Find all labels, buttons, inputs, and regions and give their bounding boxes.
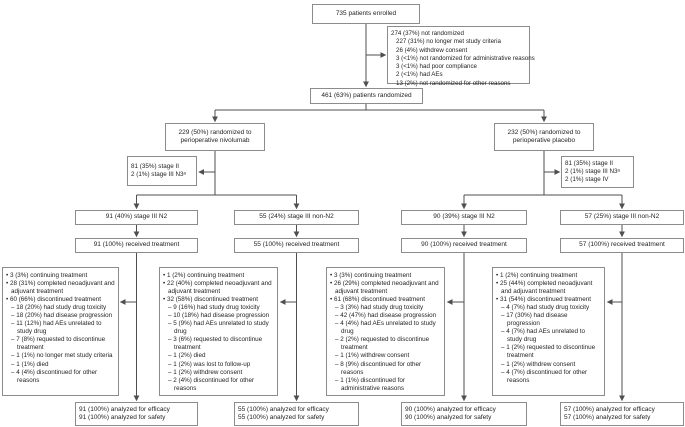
disposition-line: – 4 (4%) had AEs unrelated to study drug — [335, 320, 436, 336]
analyzed-box-placebo-n2: 90 (100%) analyzed for efficacy 90 (100%… — [401, 402, 527, 426]
analyzed-box-nivolumab-n2: 91 (100%) analyzed for efficacy 91 (100%… — [75, 402, 198, 426]
disposition-line: • 3 (3%) continuing treatment — [330, 272, 412, 279]
received-box-nivolumab-n2: 91 (100%) received treatment — [75, 238, 198, 253]
disposition-line: – 2 (2%) requested to discontinue treatm… — [335, 336, 430, 352]
received-box-placebo-n2: 90 (100%) received treatment — [401, 238, 527, 253]
disposition-line: – 4 (4%) discontinued for other reasons — [11, 368, 98, 384]
disposition-line: – 18 (20%) had disease progression — [11, 312, 113, 320]
exclusion-reason-line: 227 (31%) no longer met study criteria — [396, 38, 501, 46]
disposition-line: – 1 (2%) was lost to follow-up — [168, 360, 251, 368]
stage-note-line: 2 (1%) stage III N3ᵃ — [131, 171, 186, 178]
analyzed-label: 55 (100%) analyzed for efficacy 55 (100%… — [238, 405, 329, 421]
disposition-line: – 1 (1%) died — [11, 360, 49, 368]
stage-label: 57 (25%) stage III non-N2 — [584, 213, 660, 221]
disposition-line: – 9 (16%) had study drug toxicity — [168, 304, 260, 312]
disposition-line: – 1 (2%) withdrew consent — [168, 368, 243, 376]
received-label: 91 (100%) received treatment — [93, 241, 180, 249]
exclusion-reason-line: 3 (<1%) not randomized for administrativ… — [396, 54, 535, 62]
disposition-line: • 61 (68%) discontinued treatment — [330, 296, 425, 304]
disposition-line: – 1 (2%) died — [168, 352, 206, 360]
disposition-line: • 32 (58%) discontinued treatment — [163, 296, 258, 304]
disposition-line: – 4 (7%) had AEs unrelated to study drug — [501, 328, 586, 344]
stage-label: 91 (40%) stage III N2 — [105, 213, 168, 221]
disposition-line: • 31 (54%) discontinued treatment — [496, 296, 591, 304]
arm-nivolumab-label: 229 (50%) randomized to perioperative ni… — [178, 128, 252, 144]
stage-note-line: 81 (35%) stage II — [131, 162, 179, 170]
randomized-box: 461 (63%) patients randomized — [310, 88, 423, 104]
exclusion-reason-line: 2 (<1%) had AEs — [396, 71, 443, 79]
received-box-placebo-non-n2: 57 (100%) received treatment — [560, 238, 684, 253]
disposition-line: – 1 (1%) no longer met study criteria — [11, 352, 113, 360]
disposition-line: • 1 (2%) continuing treatment — [496, 272, 578, 279]
stage-box-placebo-non-n2: 57 (25%) stage III non-N2 — [560, 210, 684, 225]
exclusion-reason-line: 13 (2%) not randomized for other reasons — [396, 79, 511, 87]
received-label: 90 (100%) received treatment — [421, 241, 507, 249]
disposition-line: – 17 (30%) had disease progression — [501, 312, 568, 328]
stage-note-line: 81 (35%) stage II — [565, 159, 613, 167]
disposition-line: • 28 (31%) completed neoadjuvant and adj… — [6, 280, 115, 296]
analyzed-box-nivolumab-non-n2: 55 (100%) analyzed for efficacy 55 (100%… — [234, 402, 359, 426]
exclusion-reason-line: 3 (<1%) had poor compliance — [396, 63, 477, 71]
disposition-line: – 1 (2%) requested to discontinue treatm… — [501, 344, 596, 360]
disposition-line: – 18 (20%) had study drug toxicity — [11, 304, 107, 312]
disposition-line: – 3 (3%) had study drug toxicity — [335, 304, 424, 312]
stage-label: 55 (24%) stage III non-N2 — [259, 213, 334, 221]
disposition-lines: • 3 (3%) continuing treatment• 28 (31%) … — [6, 272, 115, 385]
disposition-lines: • 1 (2%) continuing treatment• 22 (40%) … — [163, 272, 274, 393]
disposition-line: – 7 (8%) requested to discontinue treatm… — [11, 336, 106, 352]
disposition-line: – 3 (6%) requested to discontinue treatm… — [168, 336, 263, 352]
disposition-line: • 60 (66%) discontinued treatment — [6, 296, 101, 304]
stage-box-nivolumab-non-n2: 55 (24%) stage III non-N2 — [234, 210, 359, 225]
disposition-line: • 26 (29%) completed neoadjuvant and adj… — [330, 280, 439, 296]
stage-box-placebo-n2: 90 (39%) stage III N2 — [401, 210, 527, 225]
stage-note-line: 2 (1%) stage IV — [565, 176, 609, 184]
disposition-line: • 1 (2%) continuing treatment — [163, 272, 245, 279]
received-label: 57 (100%) received treatment — [579, 241, 665, 249]
disposition-line: – 10 (18%) had disease progression — [168, 312, 270, 320]
exclusion-reason-line: 274 (37%) not randomized — [391, 30, 464, 37]
arm-nivolumab-box: 229 (50%) randomized to perioperative ni… — [165, 123, 265, 151]
disposition-line: – 5 (9%) had AEs unrelated to study drug — [168, 320, 269, 336]
disposition-line: – 4 (7%) discontinued for other reasons — [501, 368, 588, 384]
disposition-lines: • 1 (2%) continuing treatment• 25 (44%) … — [496, 272, 601, 385]
received-box-nivolumab-non-n2: 55 (100%) received treatment — [234, 238, 359, 253]
disposition-line: – 11 (12%) had AEs unrelated to study dr… — [11, 320, 102, 336]
disposition-line: • 25 (44%) completed neoadjuvant and adj… — [496, 280, 593, 296]
stage-note-line: 2 (1%) stage III N3ᵃ — [565, 167, 620, 175]
arm-placebo-label: 232 (50%) randomized to perioperative pl… — [507, 128, 581, 144]
analyzed-label: 57 (100%) analyzed for efficacy 57 (100%… — [564, 405, 655, 421]
disposition-line: – 42 (47%) had disease progression — [335, 312, 437, 320]
disposition-line: – 2 (4%) discontinued for other reasons — [168, 376, 255, 392]
received-label: 55 (100%) received treatment — [253, 241, 340, 249]
analyzed-box-placebo-non-n2: 57 (100%) analyzed for efficacy 57 (100%… — [560, 402, 684, 426]
randomized-label: 461 (63%) patients randomized — [321, 91, 412, 99]
disposition-lines: • 3 (3%) continuing treatment• 26 (29%) … — [330, 272, 441, 393]
disposition-line: – 1 (2%) withdrew consent — [501, 360, 576, 368]
disposition-line: • 3 (3%) continuing treatment — [6, 272, 88, 279]
analyzed-label: 91 (100%) analyzed for efficacy 91 (100%… — [79, 405, 170, 421]
disposition-line: – 1 (1%) withdrew consent — [335, 352, 410, 360]
disposition-line: – 8 (9%) discontinued for other reasons — [335, 360, 422, 376]
disposition-line: – 4 (7%) had study drug toxicity — [501, 304, 590, 312]
stage-box-nivolumab-n2: 91 (40%) stage III N2 — [75, 210, 198, 225]
disposition-line: • 22 (40%) completed neoadjuvant and adj… — [163, 280, 272, 296]
exclusion-reason-line: 26 (4%) withdrew consent — [396, 46, 468, 54]
disposition-box-nivolumab-non-n2: • 1 (2%) continuing treatment• 22 (40%) … — [159, 267, 278, 396]
arm-placebo-box: 232 (50%) randomized to perioperative pl… — [494, 123, 594, 151]
analyzed-label: 90 (100%) analyzed for efficacy 90 (100%… — [405, 405, 496, 421]
enrolled-box: 735 patients enrolled — [312, 4, 420, 24]
disposition-box-placebo-non-n2: • 1 (2%) continuing treatment• 25 (44%) … — [492, 267, 605, 396]
disposition-box-nivolumab-n2: • 3 (3%) continuing treatment• 28 (31%) … — [2, 267, 119, 396]
stage-label: 90 (39%) stage III N2 — [433, 213, 495, 221]
enrolled-label: 735 patients enrolled — [335, 9, 397, 17]
disposition-box-placebo-n2: • 3 (3%) continuing treatment• 26 (29%) … — [326, 267, 445, 396]
disposition-line: – 1 (1%) discontinued for administrative… — [335, 376, 406, 392]
